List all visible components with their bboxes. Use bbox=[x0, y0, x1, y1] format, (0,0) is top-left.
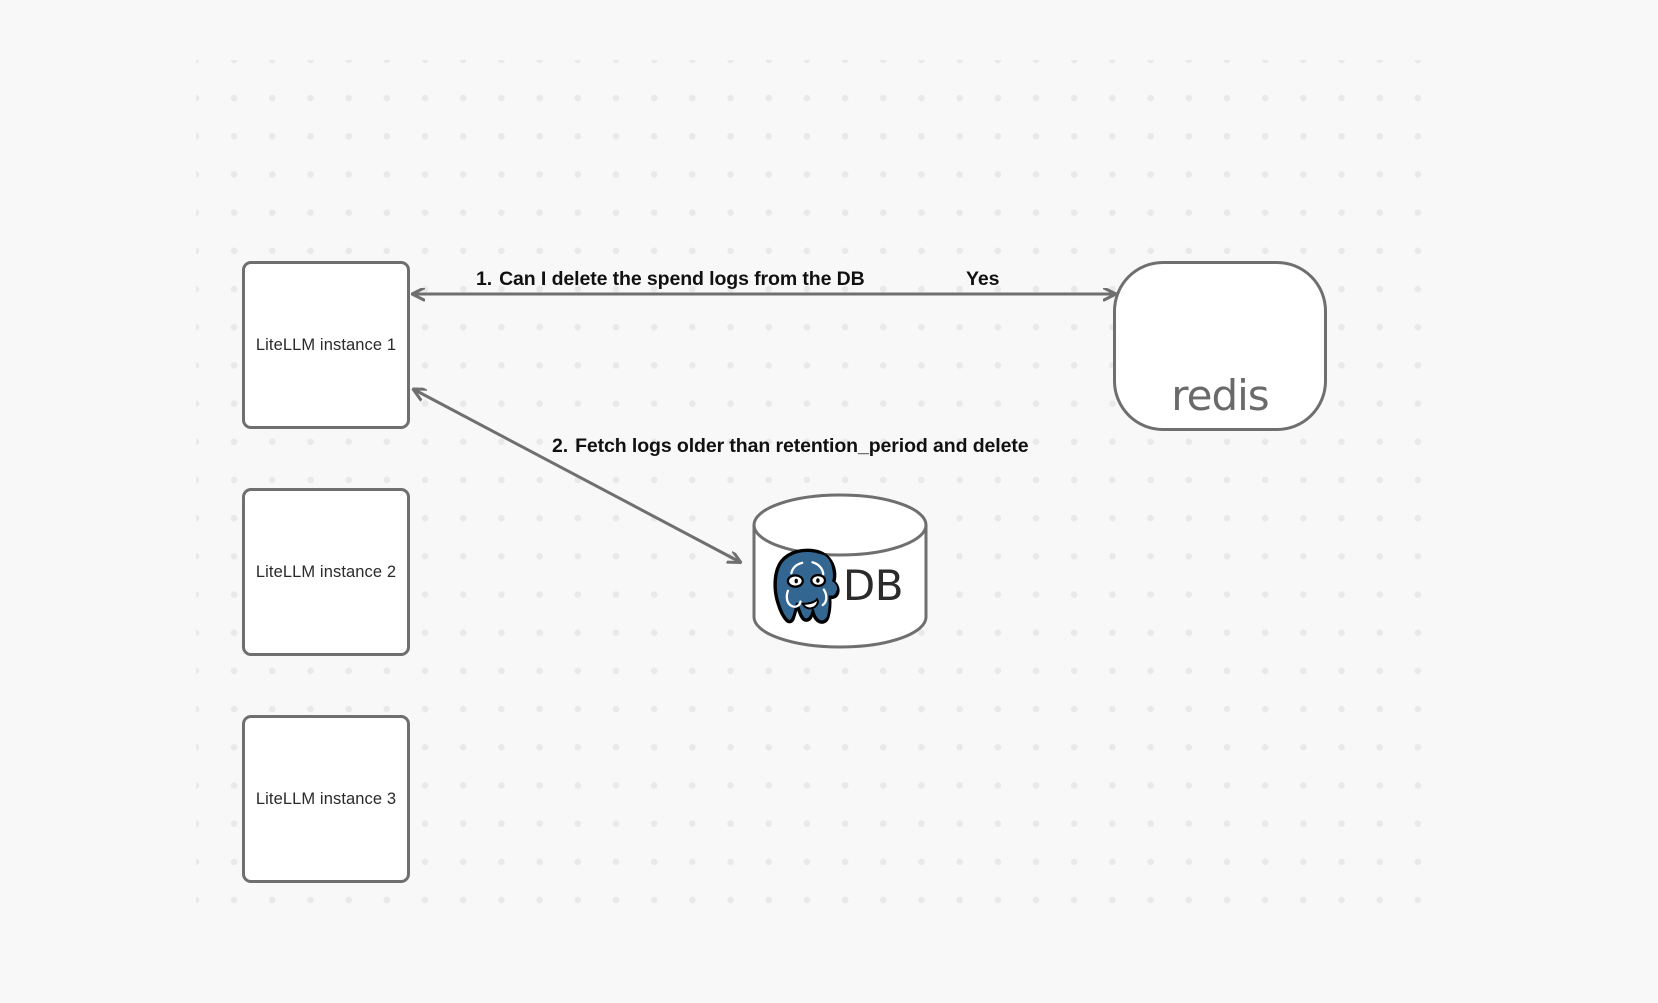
edge-label-1-text: Can I delete the spend logs from the DB bbox=[499, 268, 865, 290]
edge-label-1-reply-text: Yes bbox=[966, 268, 1000, 290]
node-litellm-instance-3-label: LiteLLM instance 3 bbox=[255, 789, 397, 808]
node-litellm-instance-1[interactable]: LiteLLM instance 1 bbox=[242, 261, 410, 429]
redis-logo-wrap: redis bbox=[1171, 277, 1269, 420]
postgresql-elephant-icon bbox=[773, 548, 840, 624]
edge-label-2-number: 2. bbox=[552, 435, 569, 457]
edge-label-1: 1. Can I delete the spend logs from the D… bbox=[476, 268, 865, 291]
edge-label-1-reply: Yes bbox=[966, 268, 999, 291]
edge-label-2-text: Fetch logs older than retention_period a… bbox=[575, 435, 1029, 457]
node-database[interactable]: DB bbox=[752, 492, 928, 650]
edge-label-1-number: 1. bbox=[476, 268, 493, 290]
node-litellm-instance-3[interactable]: LiteLLM instance 3 bbox=[242, 715, 410, 883]
database-label: DB bbox=[842, 561, 904, 610]
node-litellm-instance-2[interactable]: LiteLLM instance 2 bbox=[242, 488, 410, 656]
node-litellm-instance-2-label: LiteLLM instance 2 bbox=[255, 562, 397, 581]
edge-label-2: 2. Fetch logs older than retention_period… bbox=[552, 435, 1029, 458]
node-redis[interactable]: redis bbox=[1113, 261, 1327, 431]
redis-wordmark-label: redis bbox=[1171, 371, 1269, 420]
database-label-row: DB bbox=[752, 550, 928, 622]
node-litellm-instance-1-label: LiteLLM instance 1 bbox=[255, 335, 397, 354]
edge-litellm1-database bbox=[413, 389, 740, 562]
